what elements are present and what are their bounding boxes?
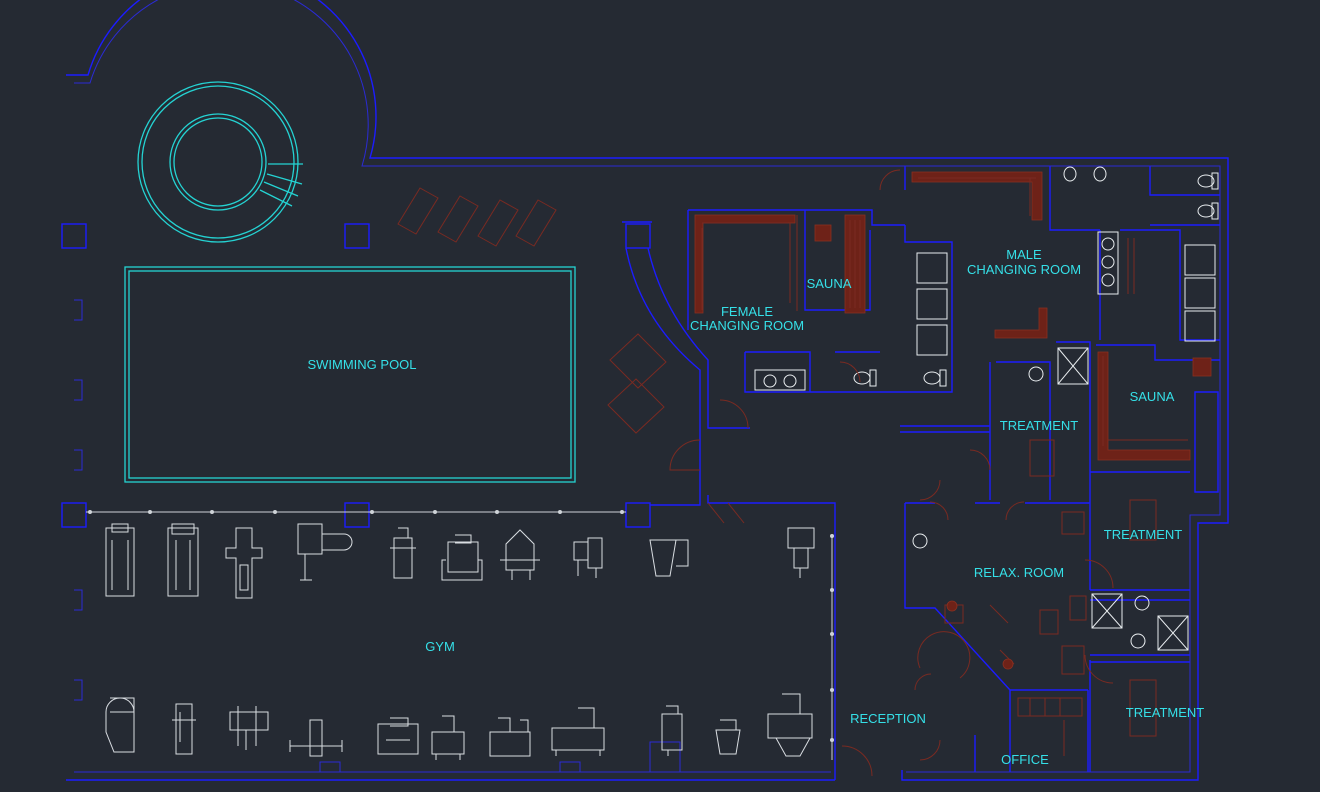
toilet-icon — [1063, 166, 1219, 220]
toilet-icon — [853, 369, 947, 387]
pool-loungers — [397, 187, 667, 434]
gym-equipment — [105, 523, 834, 760]
sink-icon — [1097, 231, 1119, 295]
label-treatment-1: TREATMENT — [1000, 418, 1079, 433]
label-treatment-3: TREATMENT — [1126, 705, 1205, 720]
curved-corridor — [622, 221, 836, 780]
label-male-changing-2: CHANGING ROOM — [967, 262, 1081, 277]
label-office: OFFICE — [1001, 752, 1049, 767]
label-reception: RECEPTION — [850, 711, 926, 726]
treadmill-icon — [105, 523, 199, 597]
label-male-sauna: SAUNA — [1130, 389, 1175, 404]
label-gym: GYM — [425, 639, 455, 654]
label-male-changing: MALE — [1006, 247, 1042, 262]
shower-icon — [916, 252, 948, 356]
label-swimming-pool: SWIMMING POOL — [307, 357, 416, 372]
room-labels: SWIMMING POOL FEMALE CHANGING ROOM SAUNA… — [307, 247, 1204, 767]
glass-partition — [86, 510, 626, 514]
female-changing-block — [687, 169, 990, 433]
label-female-changing: FEMALE — [721, 304, 773, 319]
jacuzzi-icon — [137, 81, 303, 243]
swimming-pool — [124, 266, 576, 483]
sink-icon — [754, 369, 806, 391]
outer-walls — [61, 0, 1229, 781]
male-changing-block — [904, 166, 1220, 500]
weight-machine-icon — [105, 523, 815, 760]
shower-icon — [1184, 244, 1216, 342]
label-relax-room: RELAX. ROOM — [974, 565, 1064, 580]
spa-rooms — [841, 439, 1190, 777]
label-female-changing-2: CHANGING ROOM — [690, 318, 804, 333]
label-female-sauna: SAUNA — [807, 276, 852, 291]
label-treatment-2: TREATMENT — [1104, 527, 1183, 542]
